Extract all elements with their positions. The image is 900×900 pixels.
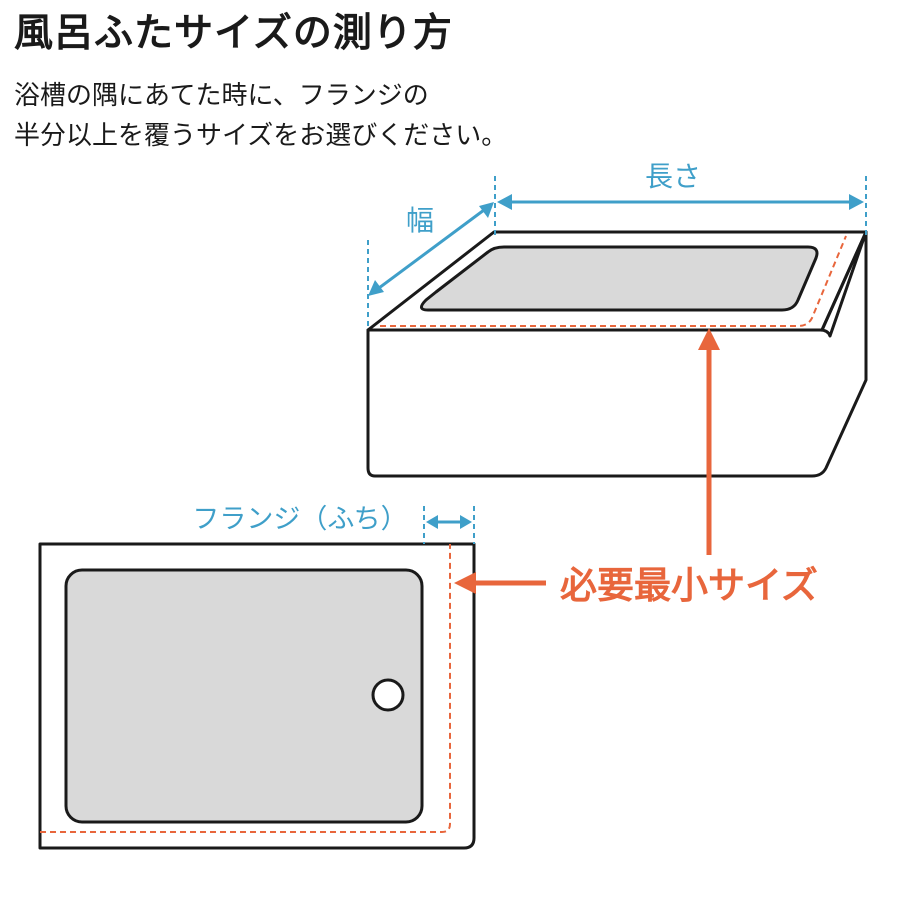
subtitle-line-1: 浴槽の隅にあてた時に、フランジの [14,81,429,111]
minimum-arrow-left [454,572,546,594]
bathtub-top-basin [64,568,424,824]
bathtub-basin [420,245,819,312]
drain-hole-icon [371,678,405,712]
minimum-size-label: 必要最小サイズ [560,564,818,607]
length-arrow-right-icon [849,194,864,210]
arrow-up-icon [698,328,720,350]
top-view-minimum-line [40,544,451,833]
page-subtitle: 浴槽の隅にあてた時に、フランジの 半分以上を覆うサイズをお選びください。 [14,76,507,156]
length-label: 長さ [645,160,701,193]
subtitle-line-2: 半分以上を覆うサイズをお選びください。 [14,121,508,151]
bathtub-minimum-line [380,235,847,327]
width-measure: 幅 [367,202,494,330]
bathtub-front-face [366,230,868,478]
bathtub-corner-edge [820,231,868,331]
bathtub-top-view [38,542,476,850]
minimum-arrow-up [698,328,720,555]
length-arrow-left-icon [497,194,512,210]
width-arrow-lower-icon [368,280,384,296]
arrow-left-icon [454,572,476,594]
bathtub-3d [366,230,868,478]
width-arrow-upper-icon [479,202,494,218]
flange-arrow-left-icon [426,515,438,529]
flange-label: フランジ（ふち） [192,504,407,535]
length-measure: 長さ [494,160,867,236]
width-label: 幅 [406,204,434,237]
flange-arrow-right-icon [460,515,472,529]
flange-measure: フランジ（ふち） [192,504,475,544]
page-title: 風呂ふたサイズの測り方 [14,11,453,56]
